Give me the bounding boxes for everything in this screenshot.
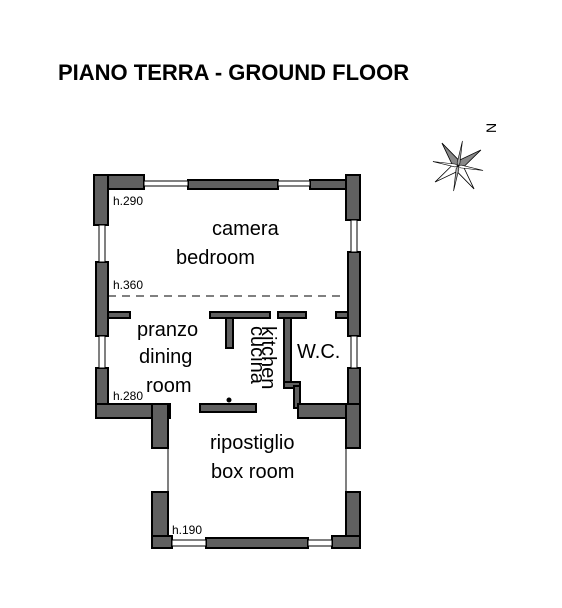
room-label-dining: dining — [139, 346, 192, 368]
room-label-box-room: box room — [211, 461, 294, 483]
room-label-ripostiglio: ripostiglio — [210, 432, 294, 454]
room-label-cucina: cucina — [246, 326, 268, 385]
room-label-wc: W.C. — [297, 341, 340, 363]
plan-title: PIANO TERRA - GROUND FLOOR — [58, 60, 409, 85]
room-label-room: room — [146, 375, 192, 397]
height-label-190: h.190 — [172, 523, 202, 537]
compass-rose-icon — [432, 140, 484, 192]
height-label-360: h.360 — [113, 278, 143, 292]
room-label-pranzo: pranzo — [137, 319, 198, 341]
walls — [93, 174, 361, 549]
room-label-bedroom: bedroom — [176, 247, 255, 269]
height-label-290: h.290 — [113, 194, 143, 208]
height-label-280: h.280 — [113, 389, 143, 403]
north-label: N — [483, 123, 499, 133]
windows — [98, 180, 358, 547]
room-label-kitchen: kitchen — [257, 326, 279, 389]
room-label-camera: camera — [212, 218, 280, 240]
